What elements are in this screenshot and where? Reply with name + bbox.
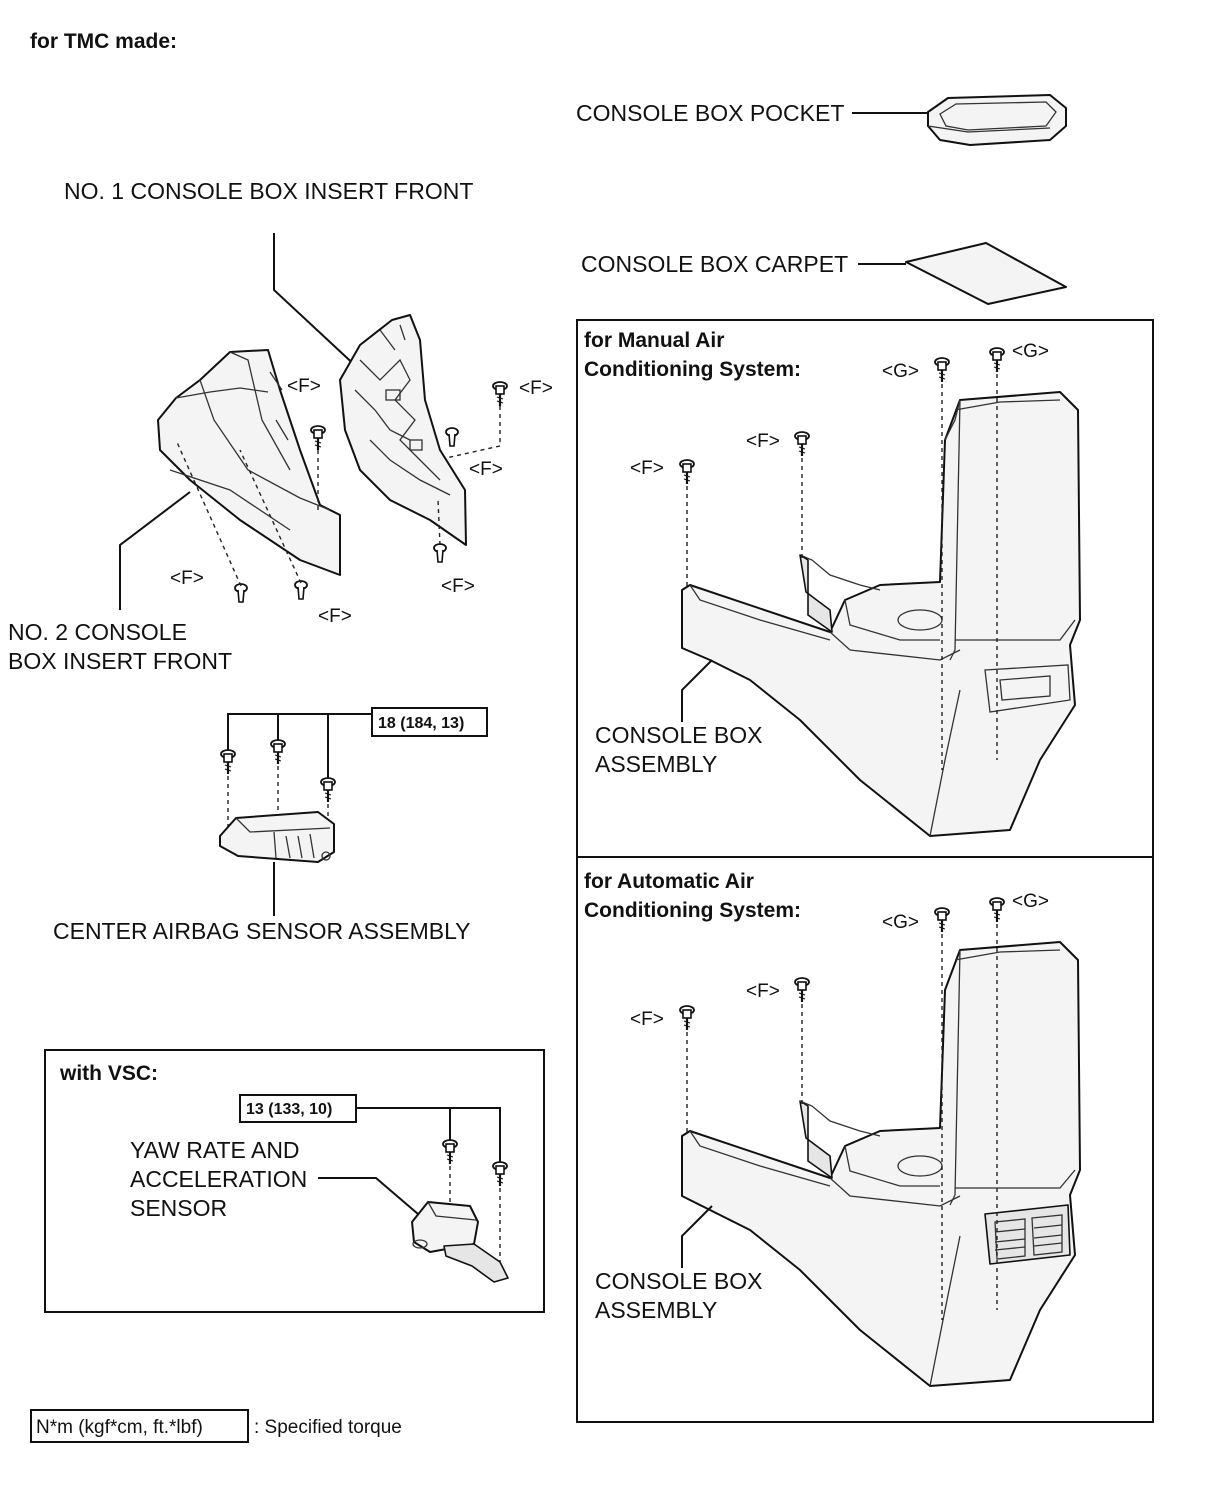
torque-legend-unit: N*m (kgf*cm, ft.*lbf) <box>36 1417 203 1438</box>
airbag-bolt-icon <box>269 738 287 766</box>
torque-legend-box <box>30 1409 249 1443</box>
manual-f-bolt-icon <box>678 458 696 486</box>
insert-fastener-f-label: <F> <box>287 376 321 397</box>
console-box-carpet-label: CONSOLE BOX CARPET <box>581 251 848 277</box>
airbag-torque-value: 18 (184, 13) <box>378 715 464 732</box>
airbag-torque-leaders <box>227 713 372 780</box>
no1-insert-leader <box>273 233 361 371</box>
insert-fastener-f-label: <F> <box>469 459 503 480</box>
auto-f-bolt-icon <box>678 1004 696 1032</box>
airbag-bolt-icon <box>219 748 237 776</box>
console-box-pocket-part <box>927 94 1067 146</box>
auto-ac-panel <box>576 856 1154 1423</box>
no1-insert-label: NO. 1 CONSOLE BOX INSERT FRONT <box>64 178 473 204</box>
insert-clip-icon <box>445 427 459 447</box>
auto-f-label: <F> <box>630 1009 664 1030</box>
auto-ac-title-line2: Conditioning System: <box>584 899 801 922</box>
insert-clip-icon <box>294 580 308 600</box>
fastener-guide-line <box>175 439 242 587</box>
yaw-rate-sensor-part <box>411 1201 509 1283</box>
yaw-label-line3: SENSOR <box>130 1195 227 1221</box>
insert-fastener-f-label: <F> <box>170 568 204 589</box>
manual-f-bolt-icon <box>793 430 811 458</box>
auto-f-label: <F> <box>746 981 780 1002</box>
no2-insert-label-line2: BOX INSERT FRONT <box>8 648 232 674</box>
auto-g-label: <G> <box>1012 891 1049 912</box>
torque-legend-text: : Specified torque <box>254 1417 402 1438</box>
auto-g-label: <G> <box>882 912 919 933</box>
manual-g-label: <G> <box>1012 341 1049 362</box>
yaw-torque-value: 13 (133, 10) <box>246 1101 332 1118</box>
page-title: for TMC made: <box>30 30 177 53</box>
console-box-carpet-part <box>905 242 1067 305</box>
auto-g-bolt-icon <box>988 896 1006 924</box>
vsc-panel-title: with VSC: <box>59 1062 158 1085</box>
center-airbag-label: CENTER AIRBAG SENSOR ASSEMBLY <box>53 918 471 944</box>
auto-ac-title-line1: for Automatic Air <box>584 870 754 893</box>
yaw-bolt-icon <box>441 1138 459 1166</box>
yaw-label-line2: ACCELERATION <box>130 1166 307 1192</box>
insert-fastener-f-label: <F> <box>441 576 475 597</box>
fastener-guide-line <box>239 449 302 584</box>
insert-screw-icon <box>491 380 509 408</box>
manual-console-leader <box>681 659 713 722</box>
airbag-torque-box <box>371 707 488 737</box>
yaw-label-line1: YAW RATE AND <box>130 1137 300 1163</box>
auto-f-bolt-icon <box>793 976 811 1004</box>
manual-g-bolt-icon <box>933 356 951 384</box>
insert-clip-icon <box>433 543 447 563</box>
insert-fastener-f-label: <F> <box>519 378 553 399</box>
manual-g-bolt-icon <box>988 346 1006 374</box>
no1-insert-part <box>339 314 467 546</box>
auto-console-leader <box>681 1205 713 1268</box>
manual-f-label: <F> <box>630 458 664 479</box>
center-airbag-sensor-part <box>219 811 335 863</box>
auto-g-bolt-icon <box>933 906 951 934</box>
manual-ac-title-line2: Conditioning System: <box>584 358 801 381</box>
insert-fastener-f-label: <F> <box>318 606 352 627</box>
no2-insert-part <box>157 349 341 576</box>
airbag-bolt-icon <box>319 776 337 804</box>
auto-console-label-line2: ASSEMBLY <box>595 1297 717 1323</box>
manual-console-box-assembly-part <box>681 391 1081 837</box>
no2-insert-leader <box>119 491 191 610</box>
fastener-guide-line <box>445 445 501 459</box>
auto-console-label-line1: CONSOLE BOX <box>595 1268 762 1294</box>
auto-console-box-assembly-part <box>681 941 1081 1387</box>
manual-g-label: <G> <box>882 361 919 382</box>
console-box-pocket-label: CONSOLE BOX POCKET <box>576 100 844 126</box>
insert-screw-icon <box>309 424 327 452</box>
insert-clip-icon <box>234 583 248 603</box>
manual-console-label-line1: CONSOLE BOX <box>595 722 762 748</box>
yaw-leader <box>318 1177 419 1215</box>
yaw-torque-leaders <box>356 1107 501 1162</box>
no2-insert-label-line1: NO. 2 CONSOLE <box>8 619 187 645</box>
manual-ac-title-line1: for Manual Air <box>584 329 724 352</box>
manual-console-label-line2: ASSEMBLY <box>595 751 717 777</box>
vsc-panel <box>44 1049 545 1313</box>
yaw-bolt-icon <box>491 1160 509 1188</box>
manual-f-label: <F> <box>746 431 780 452</box>
